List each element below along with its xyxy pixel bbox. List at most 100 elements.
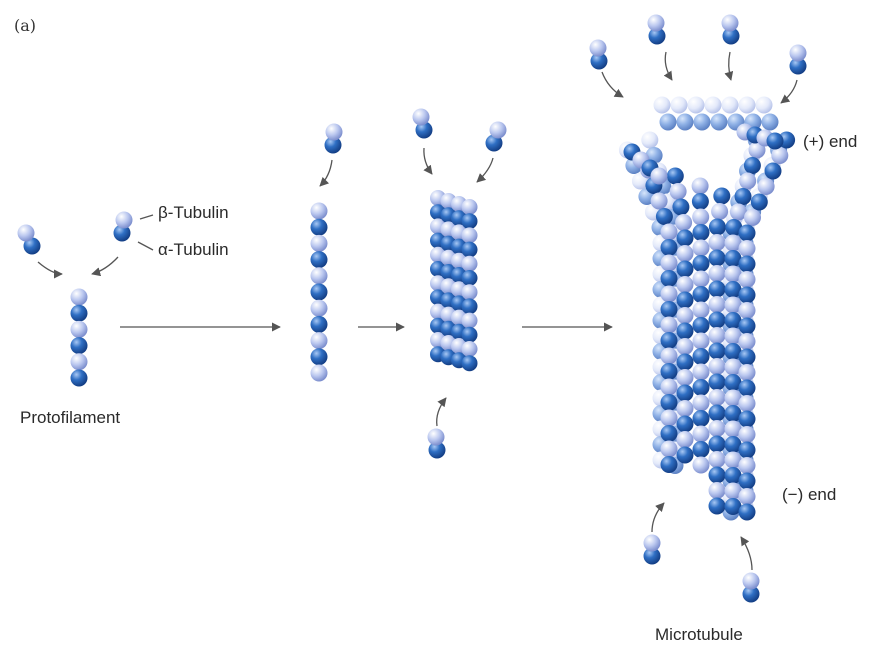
beta-tubulin-subunit [748,141,766,159]
alpha-tubulin-subunit [70,304,88,322]
alpha-tubulin-subunit [710,113,728,131]
alpha-tubulin-subunit [676,229,694,247]
alpha-tubulin-subunit [766,132,784,150]
arrow-icon [476,157,494,183]
beta-tubulin-label: β-Tubulin [158,203,229,222]
plus-end-label: (+) end [803,132,858,151]
alpha-tubulin-subunit [70,369,88,387]
alpha-tubulin-subunit [724,281,742,298]
arrow-icon [651,502,665,533]
beta-tubulin-subunit [724,420,742,438]
alpha-tubulin-subunit [738,410,756,428]
beta-tubulin-subunit [738,240,756,257]
beta-tubulin-subunit [692,332,710,350]
beta-tubulin-subunit [461,341,478,357]
beta-tubulin-subunit [738,488,756,505]
beta-tubulin-subunit [676,245,694,262]
alpha-tubulin-subunit [708,249,726,267]
alpha-tubulin-label: α-Tubulin [158,240,229,259]
alpha-tubulin-subunit [113,224,131,242]
beta-tubulin-subunit [660,347,678,365]
alpha-tubulin-subunit [590,52,608,70]
beta-tubulin-subunit [692,208,710,226]
alpha-tubulin-subunit [461,355,478,372]
alpha-tubulin-subunit [708,497,726,515]
beta-tubulin-subunit [708,296,726,313]
alpha-tubulin-subunit [708,435,726,453]
beta-tubulin-subunit [660,254,678,272]
arrow-icon [663,51,673,81]
beta-tubulin-subunit [729,203,747,221]
beta-tubulin-subunit [461,284,478,301]
alpha-tubulin-subunit [310,315,328,333]
alpha-tubulin-subunit [660,270,678,287]
beta-tubulin-subunit [721,14,739,32]
alpha-tubulin-subunit [659,113,677,131]
beta-tubulin-subunit [660,316,678,334]
microtubule-label: Microtubule [655,625,743,644]
alpha-tubulin-subunit [70,337,88,355]
beta-tubulin-subunit [660,409,678,427]
minus-end-label: (−) end [782,485,837,504]
beta-tubulin-subunit [676,400,694,417]
alpha-tubulin-subunit [724,467,742,484]
arrow-icon [724,51,734,81]
beta-tubulin-subunit [676,369,694,386]
alpha-tubulin-subunit [692,286,710,303]
beta-tubulin-subunit [771,147,789,164]
alpha-tubulin-subunit [676,446,694,464]
beta-tubulin-subunit [692,363,710,381]
beta-tubulin-subunit [742,572,760,590]
alpha-tubulin-subunit [310,283,328,301]
arrow-icon [423,147,433,175]
alpha-tubulin-subunit [738,317,756,335]
beta-tubulin-subunit [660,378,678,396]
alpha-tubulin-subunit [485,134,503,152]
alpha-tubulin-subunit [676,113,694,131]
alpha-tubulin-subunit [724,312,742,329]
beta-tubulin-subunit [643,534,661,552]
beta-tubulin-subunit [115,211,133,229]
beta-tubulin-subunit [724,358,742,376]
protofilament-label: Protofilament [20,408,121,427]
alpha-tubulin-subunit [660,425,678,442]
alpha-tubulin-subunit [708,311,726,329]
alpha-tubulin-subunit [724,374,742,391]
beta-tubulin-subunit [724,451,742,469]
alpha-tubulin-subunit [692,317,710,334]
beta-tubulin-subunit [310,202,328,220]
alpha-tubulin-subunit [461,213,478,230]
alpha-tubulin-subunit [660,456,678,473]
beta-tubulin-subunit [650,192,668,210]
beta-tubulin-subunit [653,96,671,114]
alpha-tubulin-subunit [691,193,709,210]
alpha-tubulin-subunit [461,298,478,315]
beta-tubulin-subunit [650,167,668,185]
beta-tubulin-subunit [70,320,88,338]
beta-tubulin-subunit [461,312,478,329]
beta-tubulin-subunit [692,239,710,257]
arrow-icon [436,397,447,427]
beta-tubulin-subunit [692,425,710,443]
beta-tubulin-subunit [692,270,710,288]
alpha-tubulin-subunit [648,27,666,45]
alpha-tubulin-subunit [660,239,678,256]
alpha-tubulin-subunit [713,187,731,205]
beta-tubulin-subunit [461,227,478,244]
beta-tubulin-subunit [757,178,775,195]
arrow-icon [37,261,63,279]
beta-tubulin-subunit [738,333,756,350]
alpha-tubulin-subunit [761,113,779,131]
beta-tubulin-subunit [310,234,328,252]
beta-tubulin-subunit [70,288,88,306]
beta-tubulin-subunit [708,327,726,344]
alpha-tubulin-subunit [23,237,41,255]
alpha-tubulin-subunit [676,384,694,402]
alpha-tubulin-subunit [461,241,478,258]
tubulin-subunits [17,14,807,603]
alpha-tubulin-subunit [692,379,710,396]
alpha-tubulin-subunit [692,255,710,272]
arrow-icon [91,256,119,277]
beta-tubulin-subunit [739,172,757,190]
beta-tubulin-subunit [17,224,35,242]
